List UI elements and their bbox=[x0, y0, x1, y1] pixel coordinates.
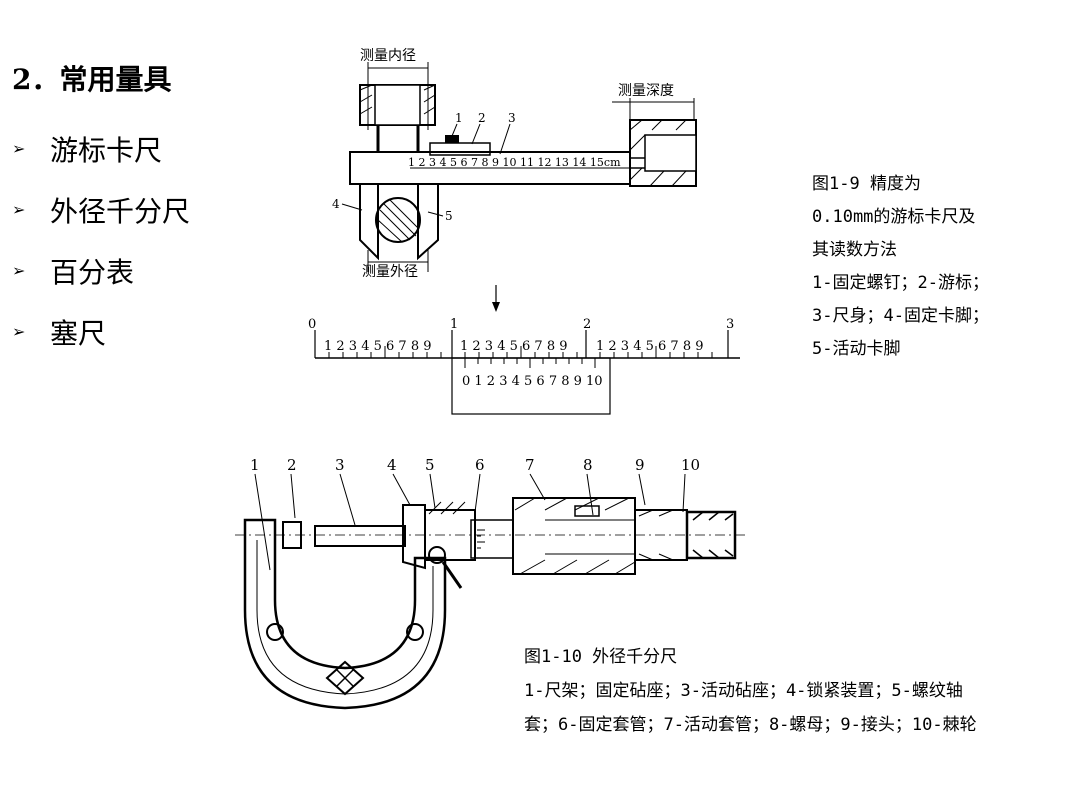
scale-major-label: 3 bbox=[726, 317, 734, 332]
caption-line: 3-尺身；4-固定卡脚； bbox=[812, 306, 989, 326]
part-label: 1 bbox=[250, 456, 260, 474]
part-label: 5 bbox=[425, 456, 435, 474]
part-label: 8 bbox=[583, 456, 593, 474]
arrow-bullet-icon: ➢ bbox=[12, 261, 26, 280]
part-label: 4 bbox=[332, 197, 340, 211]
scale-major-label: 2 bbox=[583, 317, 591, 332]
micrometer-figure: 1 2 3 4 5 6 7 8 9 10 bbox=[235, 456, 745, 710]
scale-major-label: 0 bbox=[308, 317, 316, 332]
caption-line: 图1-9 精度为 bbox=[812, 174, 921, 194]
part-label: 10 bbox=[681, 456, 700, 474]
arrow-bullet-icon: ➢ bbox=[12, 322, 26, 341]
part-label: 3 bbox=[508, 111, 516, 125]
scale-minor: 1 2 3 4 5 6 7 8 9 bbox=[324, 339, 432, 354]
caption-line: 套；6-固定套管；7-活动套管；8-螺母；9-接头；10-棘轮 bbox=[524, 715, 977, 735]
caption-line: 0.10mm的游标卡尺及 bbox=[812, 207, 976, 227]
vernier-caliper-figure: 测量内径 1 2 3 1 2 3 4 5 6 7 8 9 10 11 12 13… bbox=[308, 48, 740, 415]
caption-line: 图1-10 外径千分尺 bbox=[524, 647, 678, 667]
list-item: ➢ 塞尺 bbox=[12, 301, 190, 362]
arrow-bullet-icon: ➢ bbox=[12, 139, 26, 158]
list-item-label: 塞尺 bbox=[50, 316, 107, 350]
scale-minor: 1 2 3 4 5 6 7 8 9 bbox=[460, 339, 568, 354]
figure-1-9-caption: 图1-9 精度为 0.10mm的游标卡尺及 其读数方法 1-固定螺钉；2-游标；… bbox=[812, 168, 989, 366]
part-label: 5 bbox=[445, 209, 453, 223]
vernier-scale: 0 1 2 3 4 5 6 7 8 9 10 bbox=[462, 374, 603, 389]
scale-major-label: 1 bbox=[450, 317, 458, 332]
label-outer-diameter: 测量外径 bbox=[362, 264, 418, 280]
figure-1-10-caption: 图1-10 外径千分尺 1-尺架；固定砧座；3-活动砧座；4-锁紧装置；5-螺纹… bbox=[524, 640, 977, 742]
list-item-label: 百分表 bbox=[50, 255, 135, 289]
label-inner-diameter: 测量内径 bbox=[360, 48, 416, 64]
caption-line: 1-固定螺钉；2-游标； bbox=[812, 273, 989, 293]
part-label: 2 bbox=[478, 111, 486, 125]
caption-line: 其读数方法 bbox=[812, 240, 897, 260]
part-label: 7 bbox=[525, 456, 535, 474]
caption-line: 5-活动卡脚 bbox=[812, 339, 901, 359]
caption-line: 1-尺架；固定砧座；3-活动砧座；4-锁紧装置；5-螺纹轴 bbox=[524, 681, 963, 701]
list-item: ➢ 百分表 bbox=[12, 240, 190, 301]
part-label: 9 bbox=[635, 456, 645, 474]
list-item: ➢ 游标卡尺 bbox=[12, 118, 190, 179]
ruler-ticks: 1 2 3 4 5 6 7 8 9 10 11 12 13 14 15cm bbox=[408, 156, 621, 169]
arrow-bullet-icon: ➢ bbox=[12, 200, 26, 219]
list-item-label: 外径千分尺 bbox=[50, 194, 191, 228]
label-depth: 测量深度 bbox=[618, 83, 674, 99]
part-label: 2 bbox=[287, 456, 297, 474]
scale-minor: 1 2 3 4 5 6 7 8 9 bbox=[596, 339, 704, 354]
list-item: ➢ 外径千分尺 bbox=[12, 179, 190, 240]
part-label: 3 bbox=[335, 456, 345, 474]
tool-list: ➢ 游标卡尺 ➢ 外径千分尺 ➢ 百分表 ➢ 塞尺 bbox=[12, 118, 190, 362]
part-label: 1 bbox=[455, 111, 463, 125]
slide-heading: 2．常用量具 bbox=[12, 63, 172, 96]
part-label: 4 bbox=[387, 456, 397, 474]
list-item-label: 游标卡尺 bbox=[50, 133, 163, 167]
part-label: 6 bbox=[475, 456, 485, 474]
